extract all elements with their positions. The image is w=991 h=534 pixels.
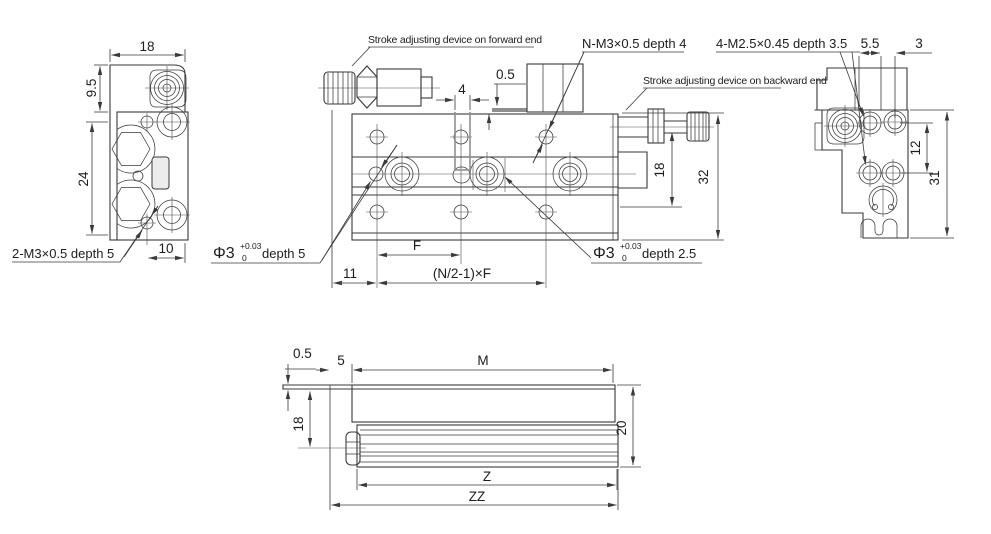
note-thread-side: 4-M2.5×0.45 depth 3.5 <box>716 36 847 51</box>
dim-edge-offset: 3 <box>915 36 923 51</box>
dim-bottom-height: 20 <box>614 420 629 435</box>
phi-suffix: depth 5 <box>262 246 305 261</box>
phi-symbol: Φ3 <box>593 245 615 262</box>
dim-body-length: Z <box>483 469 491 484</box>
dim-bottom-step: 0.5 <box>293 346 312 361</box>
dim-total-length: ZZ <box>469 489 486 504</box>
note-pin-hole-table: Φ3 +0.03 0 depth 2.5 <box>504 176 702 264</box>
dim-left-top-height: 9.5 <box>84 79 99 98</box>
forward-adjuster <box>318 65 440 109</box>
dim-step: 0.5 <box>496 67 515 82</box>
dim-left-hole-edge: 10 <box>158 241 173 256</box>
phi-tol-lower: 0 <box>242 253 247 263</box>
dim-rod-offset: 18 <box>652 162 667 177</box>
phi-suffix: depth 2.5 <box>642 246 696 261</box>
phi-tol-lower: 0 <box>622 253 627 263</box>
phi-symbol: Φ3 <box>213 245 235 262</box>
dim-left-body-height: 24 <box>76 171 91 187</box>
dim-slot-width: 4 <box>458 82 466 97</box>
phi-tol-upper: +0.03 <box>620 241 642 251</box>
note-pin-hole-front: Φ3 +0.03 0 depth 5 <box>211 144 398 264</box>
main-plan-view: Stroke adjusting device on forward end N… <box>211 34 827 288</box>
dim-main-height: 32 <box>696 169 711 184</box>
backward-adjuster <box>610 108 714 189</box>
dim-right-height: 31 <box>927 170 942 185</box>
dim-pitch-total: (N/2-1)×F <box>433 266 491 281</box>
note-thread-top: N-M3×0.5 depth 4 <box>582 36 686 51</box>
dim-end-offset: 11 <box>343 266 357 281</box>
dim-pitch: F <box>413 238 421 253</box>
note-stroke-backward: Stroke adjusting device on backward end <box>643 75 827 87</box>
right-side-view: 5.5 3 12 31 4-M2.5×0.45 depth 3.5 <box>716 36 954 239</box>
phi-tol-upper: +0.03 <box>240 241 262 251</box>
left-side-view: 18 9.5 24 10 2-M3×0.5 depth 5 <box>12 39 190 263</box>
dim-rod-center: 18 <box>291 416 306 431</box>
front-elevation-view: 0.5 5 M 18 20 Z ZZ <box>282 346 641 510</box>
dim-table-length: M <box>477 353 488 368</box>
dim-left-width: 18 <box>139 39 154 54</box>
note-stroke-forward: Stroke adjusting device on forward end <box>368 34 542 46</box>
note-thread-left: 2-M3×0.5 depth 5 <box>12 246 114 261</box>
dim-port-pitch: 5.5 <box>861 36 880 51</box>
dim-row-pitch: 12 <box>908 140 923 155</box>
dim-bottom-offset: 5 <box>337 353 345 368</box>
